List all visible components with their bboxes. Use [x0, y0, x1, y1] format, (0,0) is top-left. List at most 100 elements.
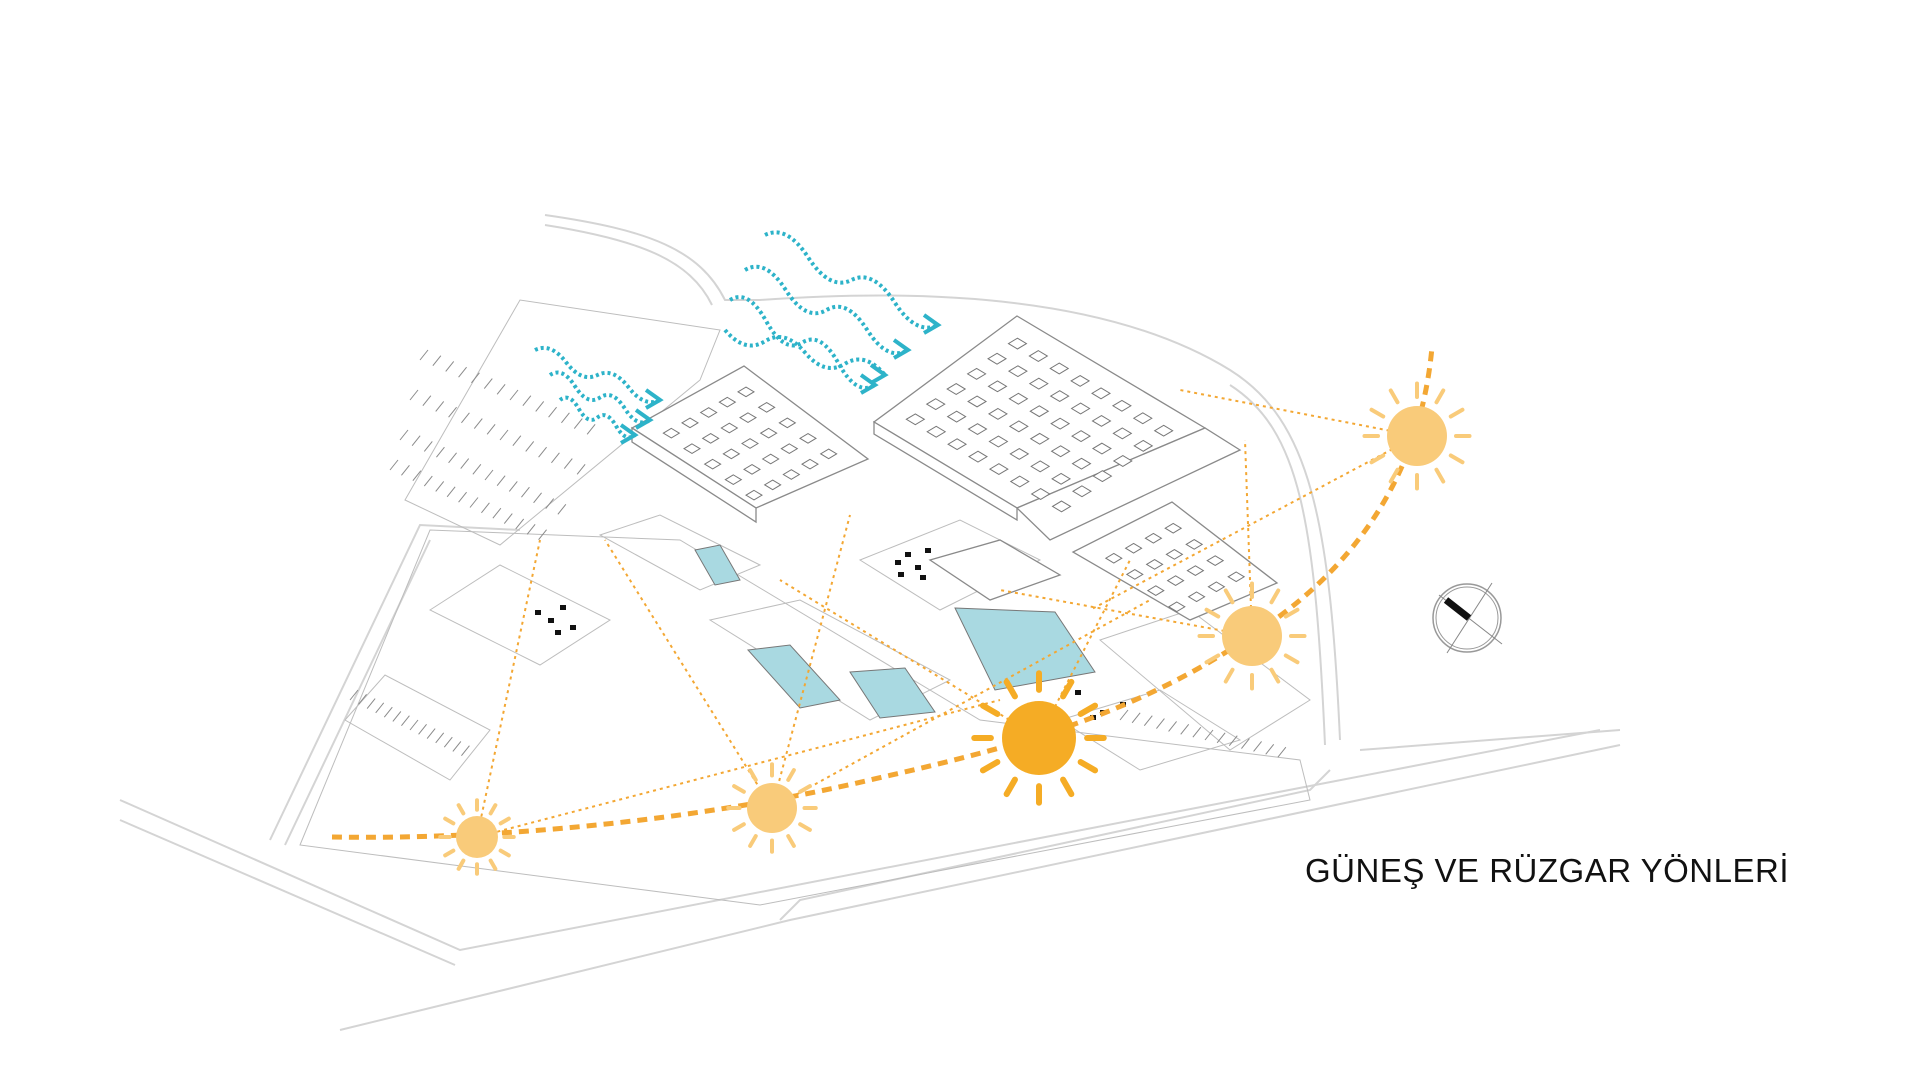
parking-stripe: [409, 389, 419, 401]
skylight: [1186, 565, 1205, 576]
site-furniture: [548, 618, 554, 623]
parking-stripe: [443, 736, 453, 748]
sun-ray: [476, 539, 541, 838]
site-furniture: [1075, 690, 1081, 695]
pools: [694, 544, 1096, 719]
parking-stripe: [435, 481, 445, 492]
parking-stripe: [1192, 726, 1202, 738]
skylight: [763, 479, 782, 491]
diagram-title: GÜNEŞ VE RÜZGAR YÖNLERİ: [1305, 852, 1789, 889]
skylight: [662, 427, 681, 439]
skylight: [1167, 601, 1186, 613]
parking-stripe: [508, 481, 518, 492]
skylight: [1185, 539, 1204, 550]
parking-stripe: [435, 401, 445, 412]
parking-stripe: [512, 435, 522, 447]
skylight: [1125, 569, 1144, 580]
skylight: [718, 396, 737, 408]
skylight: [1145, 559, 1164, 570]
parking-stripe: [515, 518, 525, 530]
skylight: [1187, 591, 1206, 603]
sun-ray: [1244, 439, 1253, 637]
skylight: [1007, 365, 1028, 378]
skylight: [967, 395, 988, 408]
parking-stripe: [401, 465, 410, 476]
parking-stripe: [392, 711, 402, 722]
parking-stripe: [538, 529, 547, 540]
parking-stripe: [1204, 729, 1214, 741]
parking-stripe: [535, 401, 545, 412]
skylight: [737, 386, 755, 398]
parking-stripe: [548, 406, 557, 418]
parking-stripe: [1265, 743, 1275, 755]
parking-stripe: [525, 441, 535, 452]
site-furniture: [905, 552, 911, 557]
skylight: [1028, 377, 1049, 390]
skylight: [1164, 522, 1183, 534]
parking-stripe: [496, 475, 506, 487]
skylight: [1146, 585, 1165, 596]
skylight: [1071, 485, 1092, 498]
skylight: [722, 448, 741, 460]
parking-stripe: [471, 372, 480, 384]
skylight: [1132, 412, 1153, 425]
skylight: [947, 438, 968, 451]
parking-stripe: [526, 523, 536, 535]
parking-stripe: [1277, 746, 1287, 758]
parking-stripe: [472, 463, 482, 475]
parking-stripe: [561, 412, 570, 424]
skylight: [1007, 337, 1028, 350]
sun-ray: [476, 699, 1001, 838]
skylight: [720, 422, 739, 434]
skylight: [1050, 445, 1071, 458]
sun-icon: [726, 762, 818, 854]
parking-stripe: [461, 745, 470, 757]
parking-stripe: [448, 452, 457, 464]
sun-ray: [1179, 389, 1418, 437]
skylight: [946, 410, 967, 423]
skylight: [1092, 470, 1113, 483]
sun-icon: [1197, 581, 1307, 691]
site-furniture: [570, 625, 576, 630]
parking-stripe: [1131, 712, 1141, 724]
parking-stripe: [445, 361, 455, 372]
skylight: [681, 417, 699, 429]
skylight: [968, 450, 988, 463]
parking-stripe: [423, 475, 433, 487]
parking-stripe: [492, 507, 502, 519]
site-furniture: [560, 605, 566, 610]
parking-stripe: [499, 429, 509, 441]
parking-stripe: [551, 452, 560, 464]
parking-stripe: [586, 423, 596, 435]
skylight: [724, 474, 743, 486]
skylight: [683, 443, 701, 455]
wind-arrow-icon: [764, 230, 942, 335]
skylight: [1112, 455, 1133, 467]
parking-stripe: [432, 355, 442, 367]
parking-stripe: [563, 458, 573, 469]
skylight: [1207, 581, 1226, 593]
skylight: [1165, 549, 1184, 560]
parking-stripe: [521, 486, 530, 498]
skylight: [1008, 392, 1029, 405]
skylight: [1009, 475, 1030, 488]
skylight: [1051, 500, 1072, 513]
parking-stripe: [399, 429, 409, 441]
parking-stripe: [1119, 709, 1129, 721]
parking-stripe: [473, 418, 483, 429]
skylight: [703, 458, 722, 470]
skylight: [759, 427, 778, 439]
parking-stripe: [423, 441, 433, 452]
roads: [119, 214, 1621, 1031]
parking-stripe: [576, 463, 586, 475]
site-furniture: [898, 572, 904, 577]
parking-stripe: [446, 486, 456, 498]
north-arrow-icon: [1432, 582, 1503, 654]
skylight: [987, 380, 1008, 393]
parking-stripe: [1241, 738, 1250, 749]
parking-stripe: [486, 423, 496, 435]
parking-stripe: [375, 702, 385, 714]
sun-icon: [971, 670, 1107, 806]
skylight: [743, 463, 761, 475]
site-furniture: [925, 548, 931, 553]
